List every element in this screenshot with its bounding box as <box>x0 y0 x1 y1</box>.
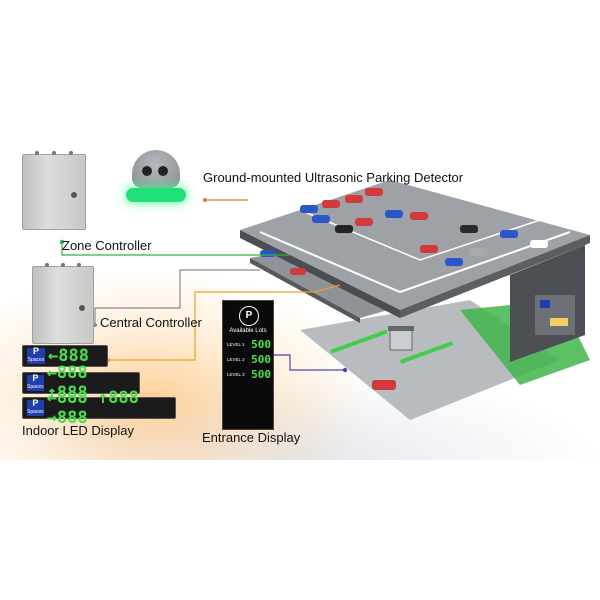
entrance-connector <box>272 354 345 371</box>
lock-icon <box>71 192 77 198</box>
connector-dot <box>93 323 97 327</box>
available-lots-title: Available Lots <box>229 328 267 334</box>
desk <box>550 318 568 326</box>
detector-eye <box>142 166 152 176</box>
zone-connector <box>61 242 290 256</box>
cars <box>260 188 548 390</box>
central-connector <box>94 269 260 325</box>
level-value: 500 <box>251 353 271 366</box>
parking-logo-icon: P <box>239 306 259 326</box>
monitor <box>540 300 550 308</box>
detector-eye <box>158 166 168 176</box>
connector-dot <box>59 239 65 245</box>
top-level-slab <box>240 180 590 310</box>
level-value: 500 <box>251 338 271 351</box>
level-value: 500 <box>251 368 271 381</box>
entrance-display: P Available Lots LEVEL 1 500 LEVEL 2 500… <box>222 300 274 430</box>
top-level-edge-front <box>240 230 400 318</box>
level-2-edge <box>250 258 360 323</box>
level-row: LEVEL 1 500 <box>227 338 271 351</box>
connector-dot <box>342 367 348 373</box>
level-row: LEVEL 3 500 <box>227 368 271 381</box>
zone-controller-box <box>22 151 86 230</box>
green-divider <box>330 329 388 354</box>
top-level-edge-right <box>400 235 590 318</box>
green-divider <box>400 341 454 364</box>
booth <box>389 329 413 351</box>
detector-light <box>126 188 186 202</box>
ultrasonic-detector <box>126 150 186 202</box>
booth-roof <box>388 326 414 331</box>
level-label: LEVEL 2 <box>227 357 245 362</box>
detector-dome <box>132 150 180 188</box>
led-connector <box>108 284 341 361</box>
level-row: LEVEL 2 500 <box>227 353 271 366</box>
detector-label: Ground-mounted Ultrasonic Parking Detect… <box>203 170 464 185</box>
central-controller-label: Central Controller <box>100 315 202 330</box>
level-label: LEVEL 1 <box>227 342 245 347</box>
zone-controller-label: Zone Controller <box>62 238 152 253</box>
led-value: ←888 ↑888 →888 <box>46 388 139 428</box>
central-controller-box <box>32 263 94 344</box>
entrance-display-label: Entrance Display <box>202 430 301 445</box>
connector-dot <box>203 198 207 202</box>
lock-icon <box>79 305 85 311</box>
indoor-led-label: Indoor LED Display <box>22 423 134 438</box>
lane-marking <box>259 231 571 294</box>
level-label: LEVEL 3 <box>227 372 245 377</box>
led-value: ←888 <box>48 346 89 366</box>
